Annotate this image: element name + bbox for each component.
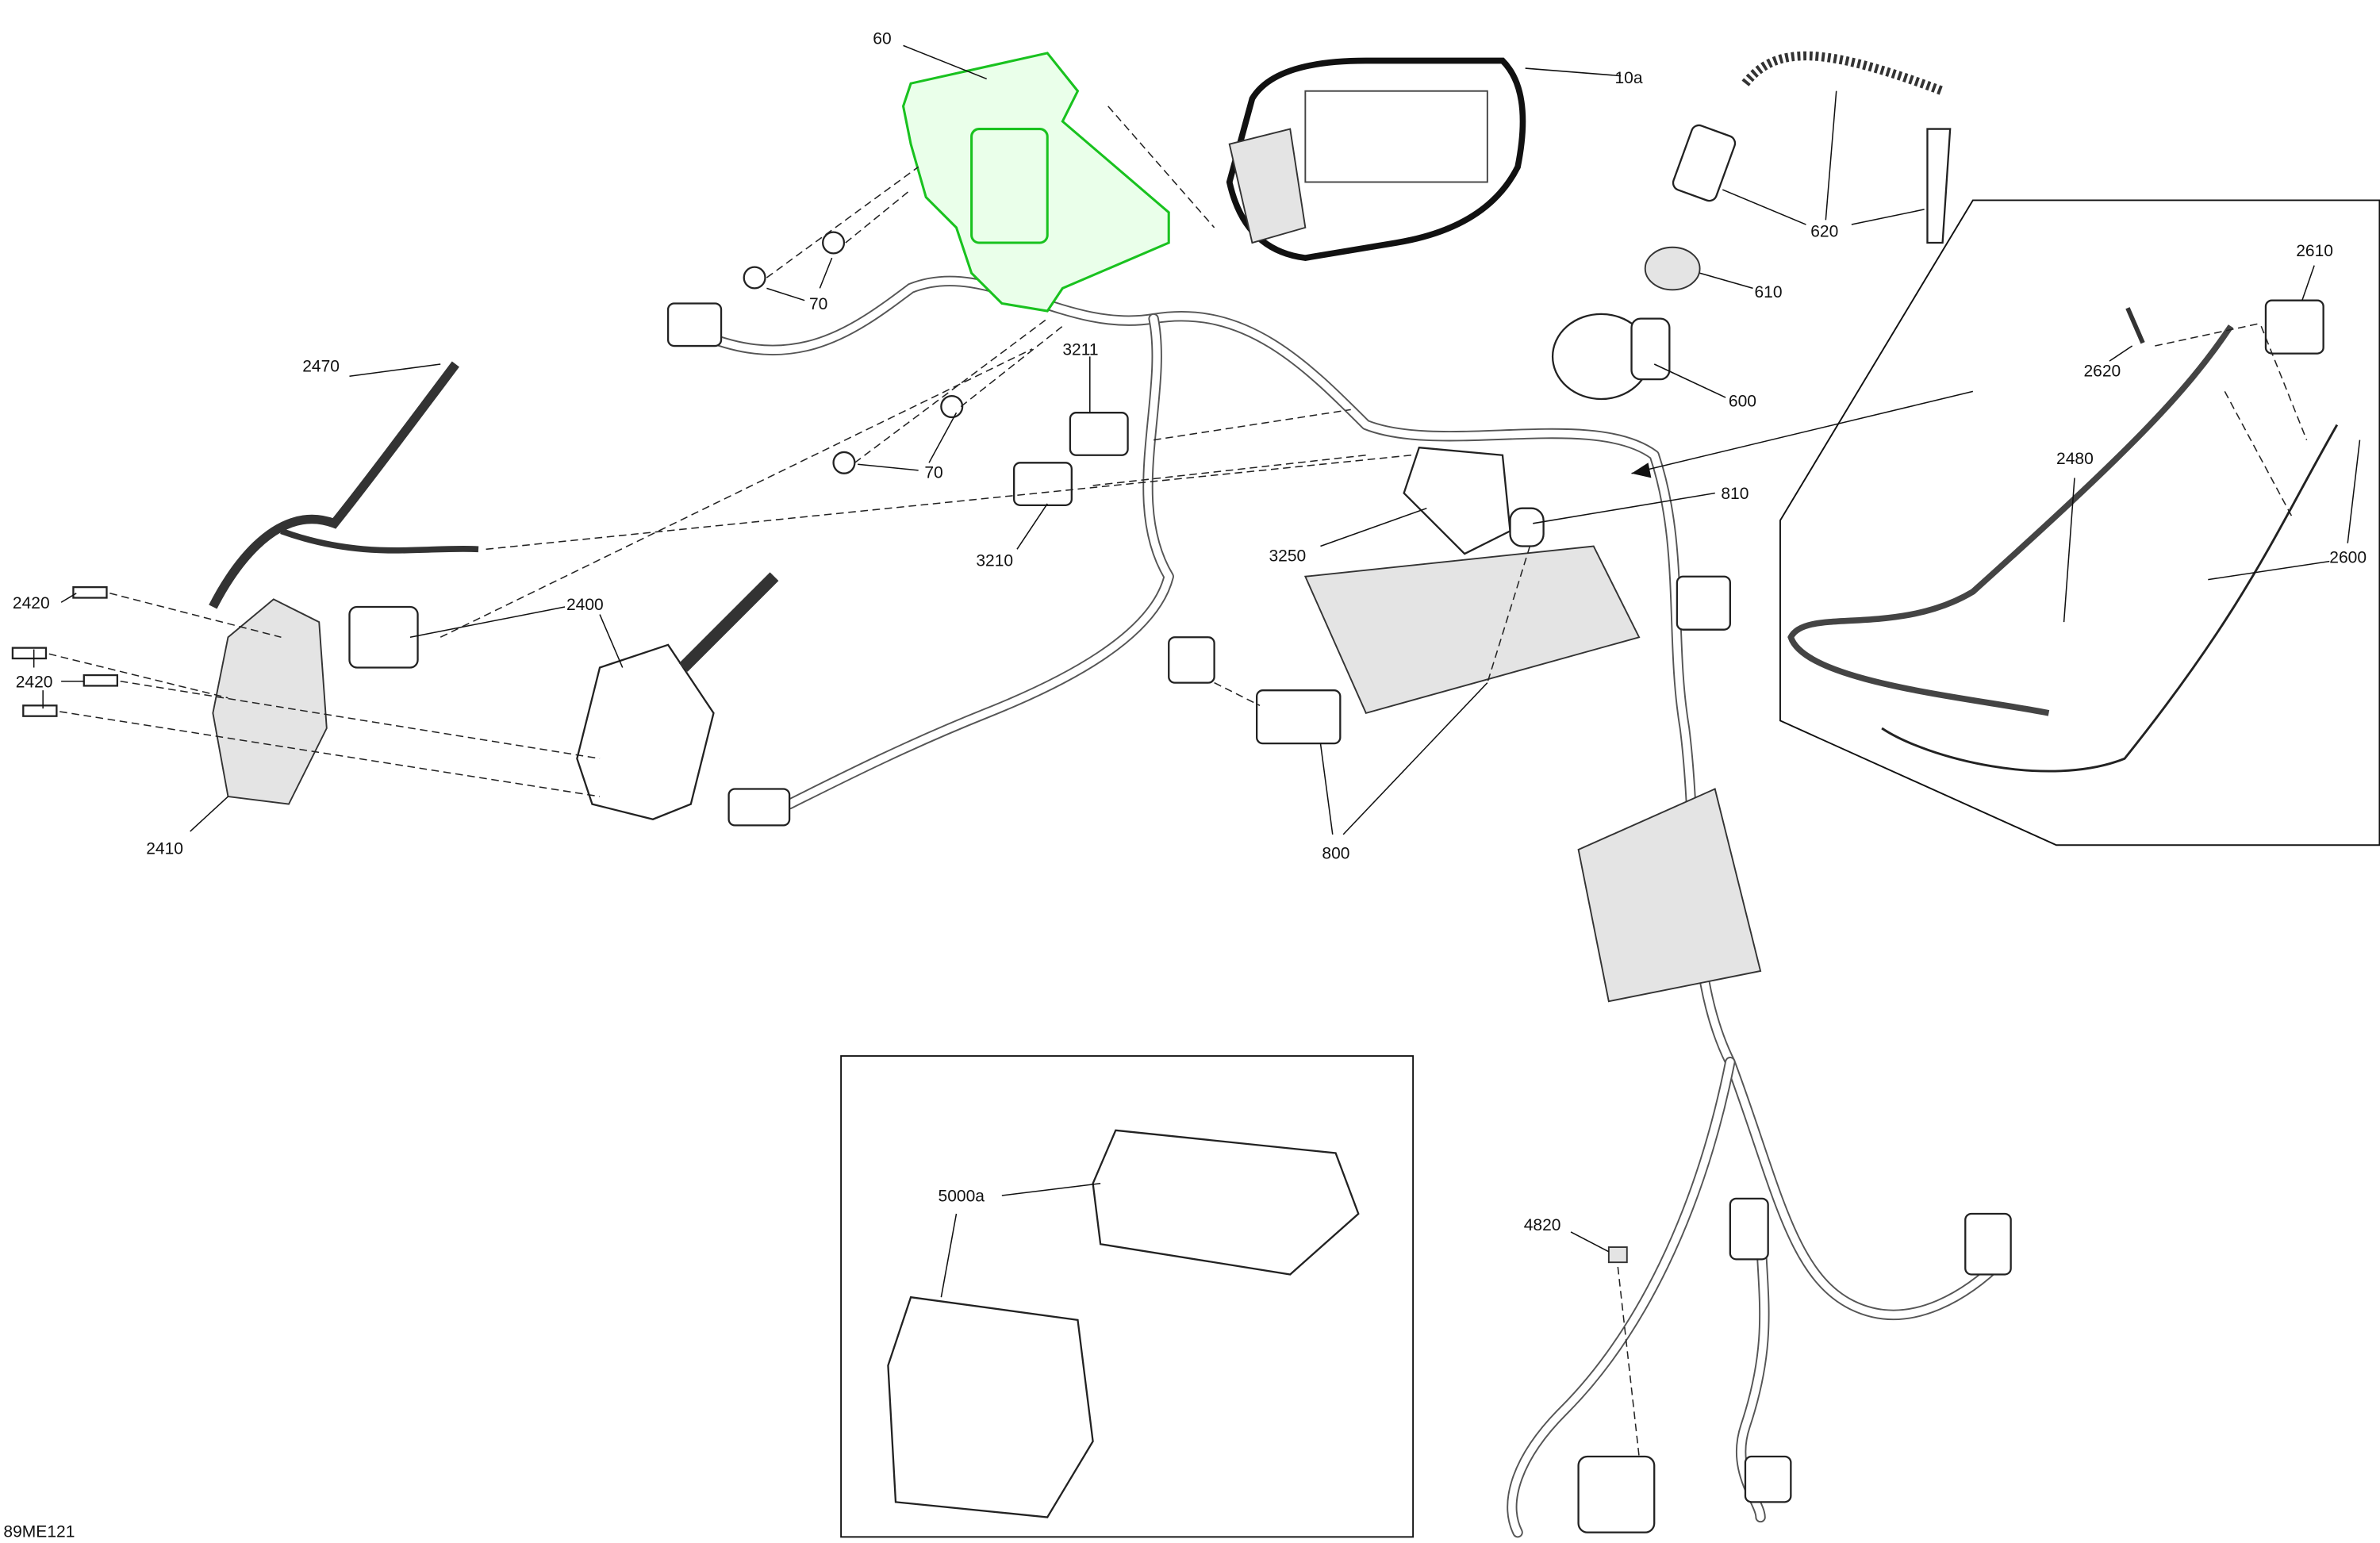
washer-70[interactable] <box>940 395 964 419</box>
callout-2600: 2600 <box>2329 549 2367 567</box>
connector-part-800[interactable] <box>1256 689 1342 745</box>
callout-3210: 3210 <box>976 551 1013 570</box>
harness-connector <box>1744 1455 1792 1503</box>
inset-frame <box>1779 199 2380 846</box>
ecm-part-5000a[interactable] <box>887 1129 1360 1518</box>
callout-3211: 3211 <box>1062 341 1098 359</box>
harness-connector <box>666 302 723 347</box>
key-receptacle-part-600[interactable] <box>1551 313 1671 401</box>
display-part-10a[interactable] <box>1226 57 1526 261</box>
relay <box>1577 1455 1656 1533</box>
callout-3250: 3250 <box>1269 547 1306 566</box>
callout-2470: 2470 <box>302 358 340 376</box>
callout-5000a: 5000a <box>939 1188 985 1206</box>
harness-connector <box>1729 1197 1769 1261</box>
switch-part-3250[interactable] <box>1403 446 1511 555</box>
callout-2620: 2620 <box>2083 362 2121 380</box>
pin-part-2620[interactable] <box>2125 307 2145 344</box>
dess-key-part-620[interactable] <box>1671 51 1952 244</box>
nut-part-4820[interactable] <box>1607 1246 1628 1264</box>
callout-610: 610 <box>1754 283 1782 301</box>
callout-labels: 60 10a 620 610 600 70 70 2470 3211 3210 … <box>3 29 2367 1541</box>
leader-lines <box>33 44 2361 1457</box>
callout-2410: 2410 <box>146 840 183 858</box>
cap-part-810[interactable] <box>1509 507 1545 547</box>
main-wiring-harness <box>666 275 2012 1538</box>
callout-800: 800 <box>1322 844 1349 862</box>
washer-70[interactable] <box>743 266 766 290</box>
callout-2420: 2420 <box>13 594 50 612</box>
ecm-inset-frame <box>840 1055 1415 1538</box>
harness-connector <box>727 788 791 827</box>
callout-70: 70 <box>809 295 827 313</box>
callout-70: 70 <box>924 463 942 482</box>
callout-4820: 4820 <box>1524 1216 1561 1234</box>
cable-part-2480[interactable] <box>1787 324 2234 716</box>
screws-2420[interactable] <box>11 585 119 717</box>
harness-connector <box>1964 1212 2012 1276</box>
callout-60: 60 <box>873 29 891 48</box>
washer-70[interactable] <box>822 231 846 255</box>
connector-part-3211[interactable] <box>1069 412 1129 456</box>
washer-70[interactable] <box>832 451 856 474</box>
harness-connector <box>1168 636 1215 684</box>
callout-620: 620 <box>1810 222 1838 240</box>
callout-2610: 2610 <box>2296 242 2333 260</box>
callout-10a: 10a <box>1614 69 1642 87</box>
nut-part-610[interactable] <box>1644 246 1701 291</box>
harness-part-2600[interactable] <box>1881 424 2339 773</box>
housing-cover-part-2410[interactable] <box>212 598 328 805</box>
callout-810: 810 <box>1721 485 1749 503</box>
switch-housing-part-2400[interactable] <box>348 572 779 820</box>
connector-part-3210[interactable] <box>1013 462 1073 507</box>
callout-2400: 2400 <box>566 596 604 614</box>
callout-2480: 2480 <box>2056 450 2094 468</box>
harness-connector <box>1676 575 1731 631</box>
callout-2420: 2420 <box>16 673 53 691</box>
diagram-id: 89ME121 <box>3 1522 75 1541</box>
module-part-2610[interactable] <box>2264 299 2324 355</box>
callout-600: 600 <box>1729 393 1756 411</box>
cable-part-2470[interactable] <box>209 361 459 609</box>
bracket-part-60[interactable] <box>901 52 1170 313</box>
